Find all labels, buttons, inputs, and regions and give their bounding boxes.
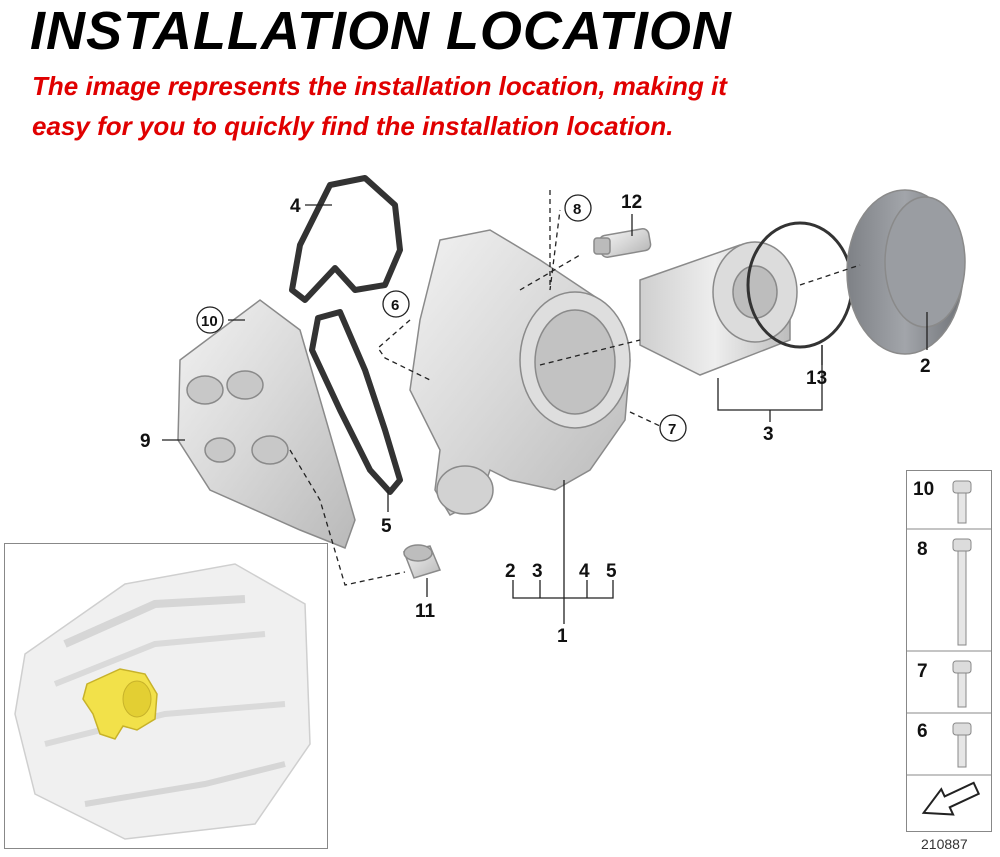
label-part-12: 12 [621,192,642,213]
part-3-oil-filter [639,241,798,376]
engine-illustration [14,563,311,840]
bolt-label-6: 6 [917,721,928,742]
bolt-label-8: 8 [917,539,928,560]
label-part-8: 8 [573,201,581,218]
label-part-11: 11 [415,601,436,622]
part-5-gasket [309,309,403,495]
part-4-gasket [289,175,403,303]
bolt-label-10: 10 [913,479,934,500]
label-circle-8 [564,194,592,222]
label-part-5: 5 [381,516,392,537]
label-circle-6 [382,290,410,318]
reference-number: 210887 [921,836,968,852]
part-2-filter-cap [846,189,966,355]
part-1-filter-housing [409,229,631,516]
bolt-label-7: 7 [917,661,928,682]
part-9-valve-body [177,299,356,549]
label-part-4: 4 [290,196,301,217]
label-part-7: 7 [668,421,676,438]
direction-arrow-icon [921,781,981,816]
page-subtitle: The image represents the installation lo… [32,66,992,146]
bolt-10 [952,480,972,524]
label-part-3: 3 [763,424,774,445]
leader-lines [162,190,928,624]
subtitle-line-1: The image represents the installation lo… [32,71,727,101]
subtitle-line-2: easy for you to quickly find the install… [32,111,674,141]
label-part-10: 10 [201,313,218,330]
label-part-13: 13 [806,368,827,389]
page-title: INSTALLATION LOCATION [30,1,732,61]
label-part-9: 9 [140,431,151,452]
label-kit-4: 4 [579,561,590,582]
engine-location-inset [4,543,328,849]
label-kit-3: 3 [532,561,543,582]
part-11-plug [402,544,442,579]
bolt-7 [952,660,972,708]
part-labels: 4 9 10 6 8 7 5 12 2 13 3 11 2 3 4 5 1 [140,192,931,647]
label-circle-10 [196,306,224,334]
label-circle-7 [659,414,687,442]
bolt-8 [952,538,972,646]
label-part-2: 2 [920,356,931,377]
label-part-6: 6 [391,297,399,314]
bolt-6 [952,722,972,768]
label-kit-5: 5 [606,561,617,582]
label-kit-2: 2 [505,561,516,582]
bolt-parts-box: 10 8 7 6 [906,470,992,832]
highlighted-oil-filter-housing [82,668,158,740]
label-part-1: 1 [557,626,568,647]
part-12-sensor [593,228,652,258]
